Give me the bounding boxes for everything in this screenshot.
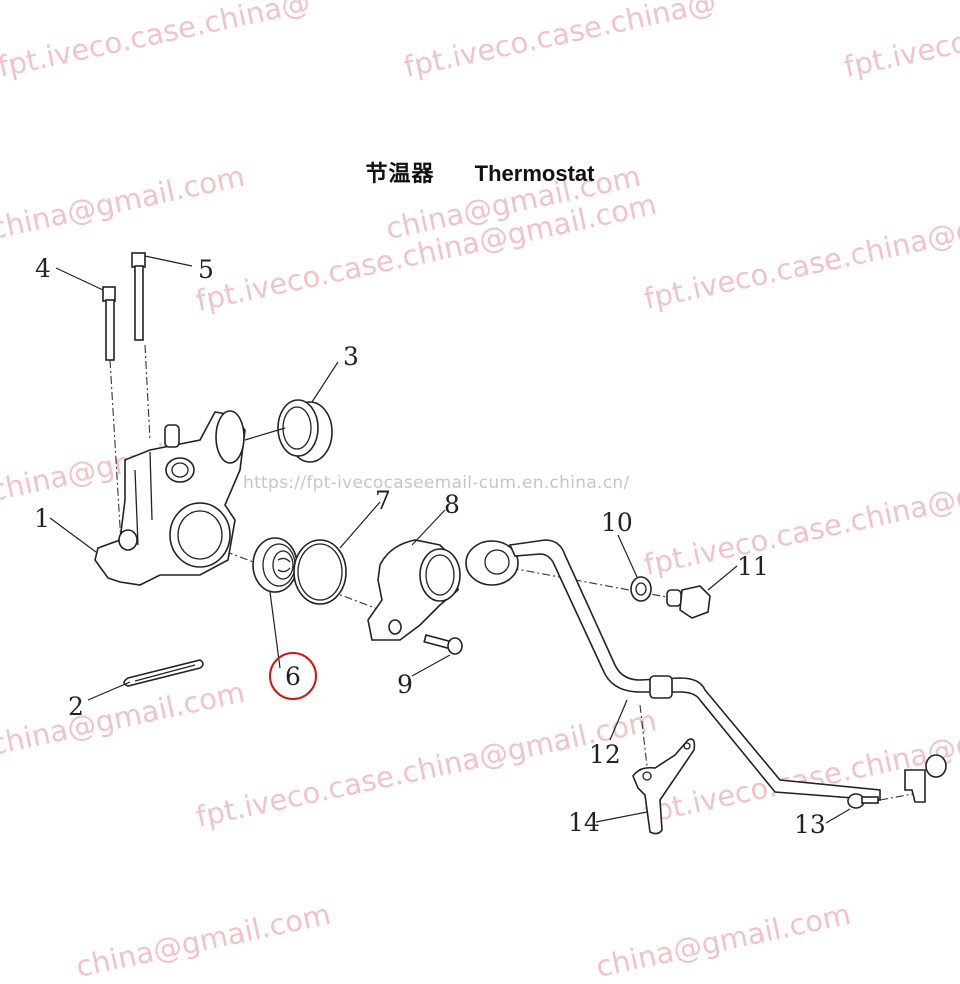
title-chinese: 节温器: [365, 161, 435, 186]
callout-11: 11: [737, 552, 769, 581]
callout-1: 1: [34, 504, 50, 533]
title-english: Thermostat: [474, 161, 595, 186]
callout-5: 5: [198, 255, 214, 284]
o-ring-icon: [293, 539, 347, 605]
pipe-icon: [465, 539, 947, 803]
callout-14: 14: [568, 808, 600, 837]
exploded-view-drawing: [49, 252, 947, 835]
source-url-watermark: https://fpt-ivecocaseemail-cum.en.china.…: [243, 473, 630, 493]
washer-icon: [630, 576, 652, 602]
callout-6-highlighted: 6: [269, 652, 317, 700]
seal-ring-icon: [277, 399, 333, 463]
callout-10: 10: [601, 508, 633, 537]
bolt-4-icon: [102, 286, 116, 361]
outlet-elbow-icon: [367, 539, 461, 641]
callout-3: 3: [343, 342, 359, 371]
banjo-bolt-icon: [666, 585, 711, 619]
thermostat-icon: [252, 537, 298, 593]
callout-12: 12: [589, 740, 621, 769]
page-title: 节温器 Thermostat: [0, 156, 960, 188]
bolt-13-icon: [847, 793, 879, 809]
callout-2: 2: [68, 692, 84, 721]
callout-7: 7: [375, 486, 391, 515]
callout-9: 9: [397, 670, 413, 699]
thermostat-housing-icon: [94, 410, 246, 586]
gasket-icon: [123, 659, 204, 687]
bracket-icon: [632, 738, 696, 835]
callout-13: 13: [794, 810, 826, 839]
callout-8: 8: [444, 490, 460, 519]
bolt-5-icon: [131, 252, 146, 341]
bolt-9-icon: [423, 634, 463, 655]
callout-4: 4: [35, 254, 51, 283]
